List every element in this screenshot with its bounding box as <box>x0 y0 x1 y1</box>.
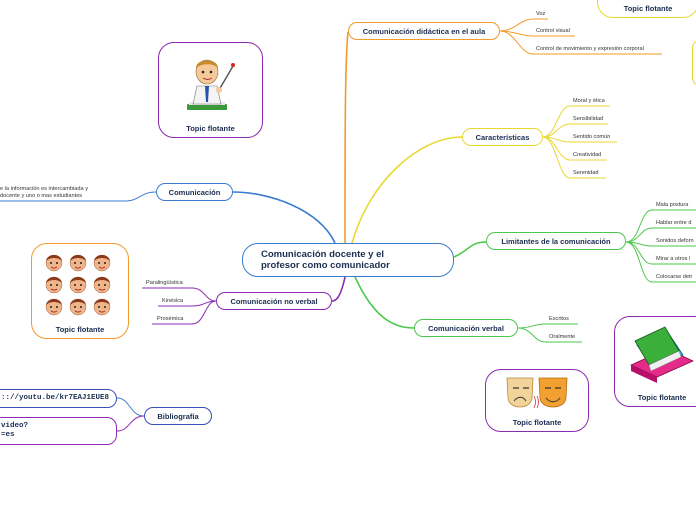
subtopic-escritos[interactable]: Escritos <box>549 316 569 322</box>
link-didactica-movimiento <box>499 30 662 55</box>
subtopic-control-visual[interactable]: Control visual <box>536 28 570 34</box>
subtopic-creatividad[interactable]: Creatividad <box>573 152 602 158</box>
reference-video[interactable]: video? =es <box>0 417 117 445</box>
link-verbal-escritos <box>517 323 578 329</box>
link-lim-2 <box>625 227 696 243</box>
theater-masks-icon <box>506 377 568 409</box>
floating-topic-books[interactable]: Topic flotante <box>614 316 696 407</box>
link-lim-5 <box>625 241 696 283</box>
link-central-verbal <box>354 276 415 329</box>
topic-bibliografia[interactable]: Bibliografía <box>144 407 212 425</box>
central-line-2: profesor como comunicador <box>261 260 390 271</box>
link-car-5 <box>542 136 606 179</box>
floating-topic-edge <box>692 40 696 86</box>
link-nv-3 <box>152 300 217 325</box>
books-icon <box>630 326 694 383</box>
subtopic-voz[interactable]: Voz <box>536 11 546 17</box>
subtopic-sonidos[interactable]: Sonidos deforn <box>656 238 694 244</box>
subtopic-proxemica[interactable]: Proxémica <box>157 316 184 322</box>
faces-illustration <box>32 244 128 325</box>
link-car-1 <box>542 105 610 138</box>
link-central-noverbal <box>331 276 346 302</box>
subtopic-oralmente[interactable]: Oralmente <box>549 334 576 340</box>
subtopic-serenidad[interactable]: Serenidad <box>573 170 599 176</box>
subtopic-sentido-comun[interactable]: Sentido común <box>573 134 611 140</box>
subtopic-moral-etica[interactable]: Moral y ética <box>573 98 605 104</box>
link-bib-url <box>116 397 145 417</box>
link-comunicacion-desc <box>0 191 157 202</box>
floating-topic-masks-label: Topic flotante <box>512 418 562 427</box>
topic-caracteristicas-label: Características <box>475 132 530 142</box>
link-lim-1 <box>625 209 696 243</box>
floating-topic-teacher[interactable]: Topic flotante <box>158 42 263 138</box>
floating-topic-top-right[interactable]: Topic flotante <box>597 0 696 18</box>
subtopic-colocarse[interactable]: Colocarse detr <box>656 274 693 280</box>
subtopic-mala-postura[interactable]: Mala postura <box>656 202 689 208</box>
link-central-didactica <box>344 31 349 244</box>
subtopic-hablar-entre[interactable]: Hablar entre d <box>656 220 692 226</box>
floating-topic-masks[interactable]: Topic flotante <box>485 369 589 432</box>
subtopic-comunicacion-desc[interactable]: e la información es intercambiada y doce… <box>0 186 88 200</box>
reference-video-line-1: video? <box>1 422 29 430</box>
comunicacion-desc-line-1: e la información es intercambiada y <box>0 186 88 192</box>
central-line-1: Comunicación docente y el <box>261 249 384 260</box>
topic-comunicacion-label: Comunicación <box>168 187 221 197</box>
floating-topic-faces[interactable]: Topic flotante <box>31 243 129 339</box>
teacher-illustration <box>159 43 262 124</box>
floating-topic-top-right-label: Topic flotante <box>623 4 673 13</box>
topic-didactica-label: Comunicación didáctica en el aula <box>362 26 486 36</box>
topic-no-verbal-label: Comunicación no verbal <box>230 296 318 306</box>
books-illustration <box>615 317 696 393</box>
floating-topic-books-label: Topic flotante <box>637 393 687 402</box>
link-car-2 <box>542 123 608 138</box>
topic-caracteristicas[interactable]: Características <box>462 128 543 146</box>
reference-url-text: :://youtu.be/kr7EAJ1EUE8 <box>1 394 110 402</box>
topic-no-verbal[interactable]: Comunicación no verbal <box>216 292 332 310</box>
link-central-limitantes <box>453 241 487 258</box>
link-bib-video <box>116 415 145 432</box>
masks-illustration <box>486 370 588 418</box>
subtopic-paralinguistica[interactable]: Paralingüística <box>146 280 183 286</box>
faces-grid-icon <box>45 254 111 315</box>
topic-comunicacion[interactable]: Comunicación <box>156 183 233 201</box>
topic-bibliografia-label: Bibliografía <box>157 411 199 421</box>
topic-didactica[interactable]: Comunicación didáctica en el aula <box>348 22 500 40</box>
topic-verbal[interactable]: Comunicación verbal <box>414 319 518 337</box>
subtopic-mirar-otros[interactable]: Mirar a otros l <box>656 256 691 262</box>
reference-url[interactable]: :://youtu.be/kr7EAJ1EUE8 <box>0 389 117 408</box>
subtopic-control-movimiento[interactable]: Control de movimiento y expresión corpor… <box>536 46 644 52</box>
link-nv-1 <box>142 287 217 302</box>
topic-verbal-label: Comunicación verbal <box>428 323 504 333</box>
topic-limitantes-label: Limitantes de la comunicación <box>501 236 611 246</box>
subtopic-kinesica[interactable]: Kinésica <box>162 298 184 304</box>
comunicacion-desc-line-2: docente y uno o mas estudiantes <box>0 193 83 199</box>
link-didactica-voz <box>499 18 548 32</box>
reference-video-line-2: =es <box>1 431 15 439</box>
floating-topic-teacher-label: Topic flotante <box>186 124 235 133</box>
link-central-caracteristicas <box>351 136 463 244</box>
floating-topic-faces-label: Topic flotante <box>55 325 105 334</box>
link-central-comunicacion <box>232 191 336 244</box>
topic-limitantes[interactable]: Limitantes de la comunicación <box>486 232 626 250</box>
link-verbal-oralmente <box>517 327 582 343</box>
teacher-icon <box>186 59 235 110</box>
subtopic-sensibilidad[interactable]: Sensibilidad <box>573 116 604 122</box>
